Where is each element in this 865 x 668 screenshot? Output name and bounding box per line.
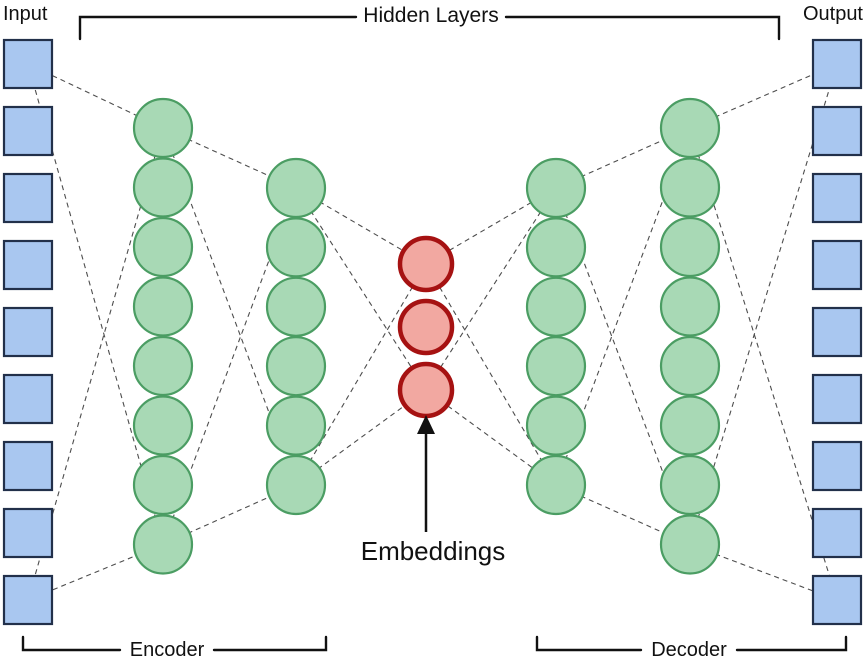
- connection-line: [555, 127, 691, 189]
- hidden-neuron: [265, 454, 327, 516]
- connection-line: [425, 187, 557, 391]
- nodes-group: [2, 38, 863, 626]
- hidden-neuron: [659, 454, 721, 516]
- hidden-neuron: [525, 336, 587, 397]
- hidden-neuron: [525, 454, 587, 516]
- encoder-bracket: [21, 635, 328, 652]
- input-unit: [2, 440, 54, 492]
- hidden-neuron: [659, 514, 721, 575]
- hidden-neuron: [265, 157, 327, 219]
- hidden-layers-bracket: [78, 15, 781, 41]
- hidden-neuron: [265, 217, 327, 278]
- connection-line: [425, 187, 557, 265]
- output-label: Output: [802, 3, 863, 25]
- output-unit: [811, 507, 863, 559]
- hidden-neuron: [659, 157, 721, 218]
- hidden-neuron: [132, 454, 194, 516]
- connection-line: [295, 263, 427, 486]
- output-unit: [811, 306, 863, 358]
- connection-line: [295, 187, 427, 265]
- input-unit: [2, 239, 54, 291]
- hidden-neuron: [525, 157, 587, 219]
- output-unit: [811, 172, 863, 224]
- connection-line: [689, 127, 838, 601]
- hidden-neuron: [659, 395, 721, 456]
- hidden-neuron: [265, 276, 327, 337]
- input-unit: [2, 306, 54, 358]
- hidden-neuron: [132, 216, 194, 278]
- embedding-neuron: [397, 298, 455, 356]
- hidden-layers-label: Hidden Layers: [363, 4, 499, 27]
- input-unit: [2, 373, 54, 425]
- input-unit: [2, 38, 54, 90]
- hidden-neuron: [132, 157, 194, 218]
- input-unit: [2, 507, 54, 559]
- input-label: Input: [3, 3, 48, 25]
- embeddings-arrow: [417, 415, 435, 532]
- connection-line: [27, 63, 164, 129]
- output-unit: [811, 440, 863, 492]
- embedding-neuron: [397, 235, 455, 293]
- hidden-neuron: [132, 514, 194, 575]
- output-unit: [811, 373, 863, 425]
- connection-line: [555, 484, 691, 546]
- output-unit: [811, 38, 863, 90]
- hidden-neuron: [659, 276, 721, 337]
- hidden-neuron: [659, 335, 721, 397]
- hidden-neuron: [265, 336, 327, 397]
- output-unit: [811, 105, 863, 157]
- hidden-neuron: [659, 97, 721, 159]
- input-unit: [2, 172, 54, 224]
- hidden-neuron: [132, 97, 194, 159]
- output-unit: [811, 239, 863, 291]
- hidden-neuron: [525, 395, 587, 456]
- connection-line: [425, 263, 557, 486]
- hidden-neuron: [659, 216, 721, 278]
- decoder-label: Decoder: [651, 639, 727, 661]
- hidden-neuron: [525, 276, 587, 337]
- hidden-neuron: [132, 335, 194, 397]
- input-unit: [2, 105, 54, 157]
- output-unit: [811, 574, 863, 626]
- embedding-neuron: [397, 361, 455, 419]
- hidden-neuron: [265, 395, 327, 456]
- connection-line: [295, 187, 427, 391]
- hidden-neuron: [132, 395, 194, 456]
- hidden-neuron: [525, 217, 587, 278]
- hidden-neuron: [132, 276, 194, 337]
- encoder-label: Encoder: [129, 639, 205, 661]
- embeddings-label: Embeddings: [360, 536, 506, 566]
- input-unit: [2, 574, 54, 626]
- decoder-bracket: [535, 635, 848, 652]
